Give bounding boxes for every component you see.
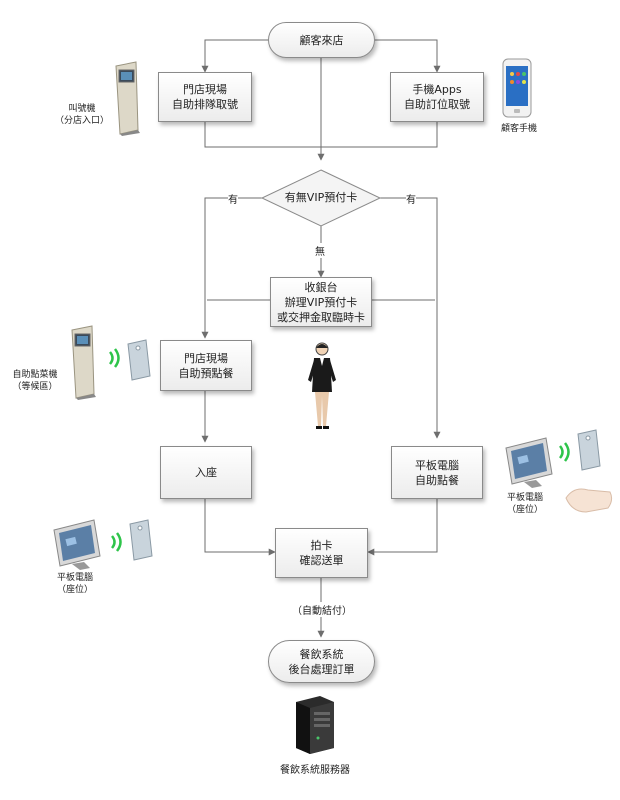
- smartphone-icon: [502, 58, 532, 118]
- kiosk-queue-line2: 自助排隊取號: [172, 98, 238, 111]
- kiosk-preorder-line1: 門店現場: [184, 351, 228, 365]
- rfid-card-right-icon: [577, 429, 601, 471]
- tablet-order-line2: 自助點餐: [415, 473, 459, 487]
- order-kiosk-location: （等候區）: [12, 382, 58, 392]
- nfc-wave-right-icon: [558, 442, 570, 462]
- server-icon: [296, 696, 334, 754]
- app-booking-line2: 自助訂位取號: [404, 98, 470, 111]
- queue-kiosk-name: 叫號機: [68, 104, 96, 114]
- kiosk-queue-line1: 門店現場: [183, 83, 227, 96]
- backend-line2: 後台處理訂單: [288, 662, 355, 676]
- cashier-line2: 辦理VIP預付卡: [284, 295, 358, 309]
- seat-label: 入座: [195, 466, 217, 479]
- edge-label-yes-right: 有: [406, 191, 416, 206]
- vip-decision-label: 有無VIP預付卡: [284, 191, 358, 204]
- start-label: 顧客來店: [299, 33, 344, 47]
- nfc-wave-icon: [108, 348, 120, 368]
- cashier-staff-icon: [308, 342, 336, 429]
- tablet-left-caption: 平板電腦 （座位）: [44, 572, 106, 596]
- confirm-line2: 確認送單: [299, 554, 344, 567]
- cashier-line3: 或交押金取臨時卡: [277, 310, 365, 324]
- queue-kiosk-caption: 叫號機 （分店入口）: [54, 103, 110, 127]
- tablet-right-location: （座位）: [506, 505, 543, 515]
- kiosk-preorder-node: 門店現場 自助預點餐: [160, 340, 252, 391]
- seat-node: 入座: [160, 446, 252, 499]
- tablet-right-icon: [505, 437, 553, 488]
- order-kiosk-caption: 自助點菜機 （等候區）: [4, 369, 66, 393]
- cashier-node: 收銀台 辦理VIP預付卡 或交押金取臨時卡: [270, 277, 372, 327]
- hand-icon: [565, 488, 613, 513]
- order-kiosk-icon: [71, 325, 96, 400]
- customer-phone-caption: 顧客手機: [500, 124, 537, 134]
- tablet-left-name: 平板電腦: [56, 573, 93, 583]
- order-kiosk-name: 自助點菜機: [12, 370, 58, 380]
- backend-line1: 餐飲系統: [299, 647, 344, 661]
- kiosk-queue-node: 門店現場 自助排隊取號: [158, 72, 252, 122]
- edge-label-yes-left: 有: [228, 191, 238, 206]
- edge-label-auto-settle: （自動結付）: [282, 602, 362, 617]
- rfid-card-left-icon: [129, 519, 153, 561]
- cashier-line1: 收銀台: [304, 280, 338, 294]
- kiosk-preorder-line2: 自助預點餐: [178, 366, 234, 380]
- server-caption: 餐飲系統服務器: [280, 765, 350, 776]
- tablet-left-location: （座位）: [56, 585, 93, 595]
- backend-node: 餐飲系統 後台處理訂單: [268, 640, 375, 683]
- queue-kiosk-location: （分店入口）: [54, 116, 109, 126]
- tablet-order-line1: 平板電腦: [415, 458, 459, 472]
- tablet-order-node: 平板電腦 自助點餐: [391, 446, 483, 499]
- tablet-left-icon: [53, 519, 101, 570]
- rfid-card-icon: [127, 339, 151, 381]
- tablet-right-caption: 平板電腦 （座位）: [494, 492, 556, 516]
- nfc-wave-left-icon: [110, 532, 122, 552]
- confirm-line1: 拍卡: [310, 539, 333, 552]
- edge-label-no: 無: [315, 243, 325, 258]
- vip-decision-diamond: [260, 169, 382, 227]
- app-booking-line1: 手機Apps: [412, 83, 462, 96]
- tablet-right-name: 平板電腦: [506, 493, 543, 503]
- confirm-node: 拍卡 確認送單: [275, 528, 368, 578]
- queue-kiosk-icon: [115, 61, 140, 136]
- app-booking-node: 手機Apps 自助訂位取號: [390, 72, 484, 122]
- start-node: 顧客來店: [268, 22, 375, 58]
